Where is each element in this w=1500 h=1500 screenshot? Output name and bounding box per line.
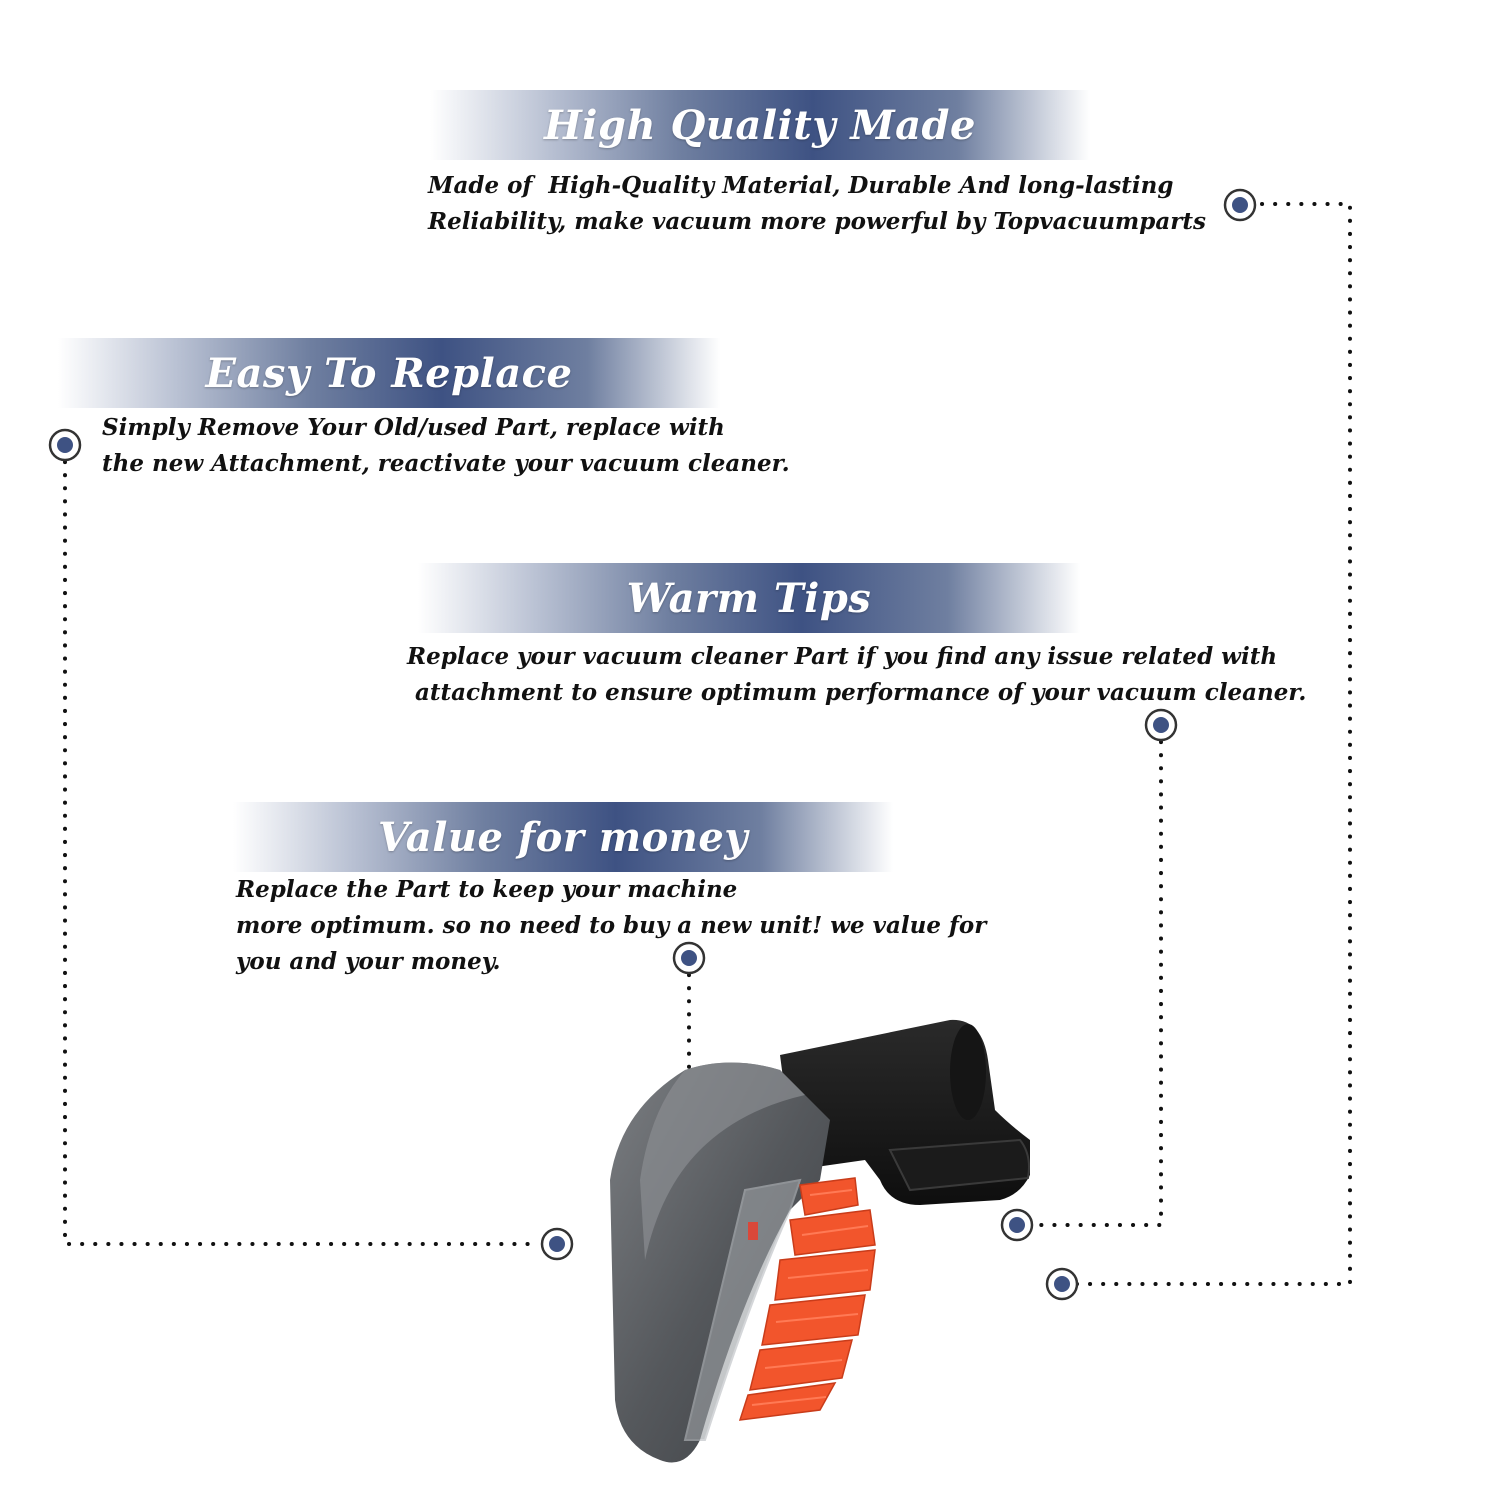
connector-warm-tips (1032, 740, 1163, 1227)
section-text-easy-replace: Simply Remove Your Old/used Part, replac… (102, 410, 790, 482)
section-title-easy-replace: Easy To Replace (205, 349, 573, 397)
text-line: more optimum. so no need to buy a new un… (236, 912, 987, 939)
section-text-warm-tips: Replace your vacuum cleaner Part if you … (407, 639, 1306, 711)
text-line: you and your money. (236, 948, 501, 975)
banner-high-quality: High Quality Made (430, 90, 1090, 160)
text-line: Simply Remove Your Old/used Part, replac… (102, 414, 725, 441)
text-line: the new Attachment, reactivate your vacu… (102, 450, 790, 477)
text-line: Made of High-Quality Material, Durable A… (428, 172, 1174, 199)
text-line: Reliability, make vacuum more powerful b… (428, 208, 1206, 235)
section-title-high-quality: High Quality Made (544, 101, 976, 149)
connector-high-quality (1074, 202, 1352, 1286)
section-text-value-money: Replace the Part to keep your machine mo… (236, 872, 986, 980)
section-title-value-money: Value for money (377, 813, 749, 861)
vacuum-brush-attachment-image (610, 1019, 1030, 1463)
text-line: Replace the Part to keep your machine (236, 876, 738, 903)
text-line: attachment to ensure optimum performance… (407, 679, 1307, 706)
section-title-warm-tips: Warm Tips (626, 574, 872, 622)
banner-warm-tips: Warm Tips (418, 563, 1080, 633)
connector-easy-replace (63, 460, 542, 1246)
banner-value-money: Value for money (233, 802, 893, 872)
text-line: Replace your vacuum cleaner Part if you … (407, 643, 1278, 670)
section-text-high-quality: Made of High-Quality Material, Durable A… (428, 168, 1206, 240)
banner-easy-replace: Easy To Replace (58, 338, 720, 408)
